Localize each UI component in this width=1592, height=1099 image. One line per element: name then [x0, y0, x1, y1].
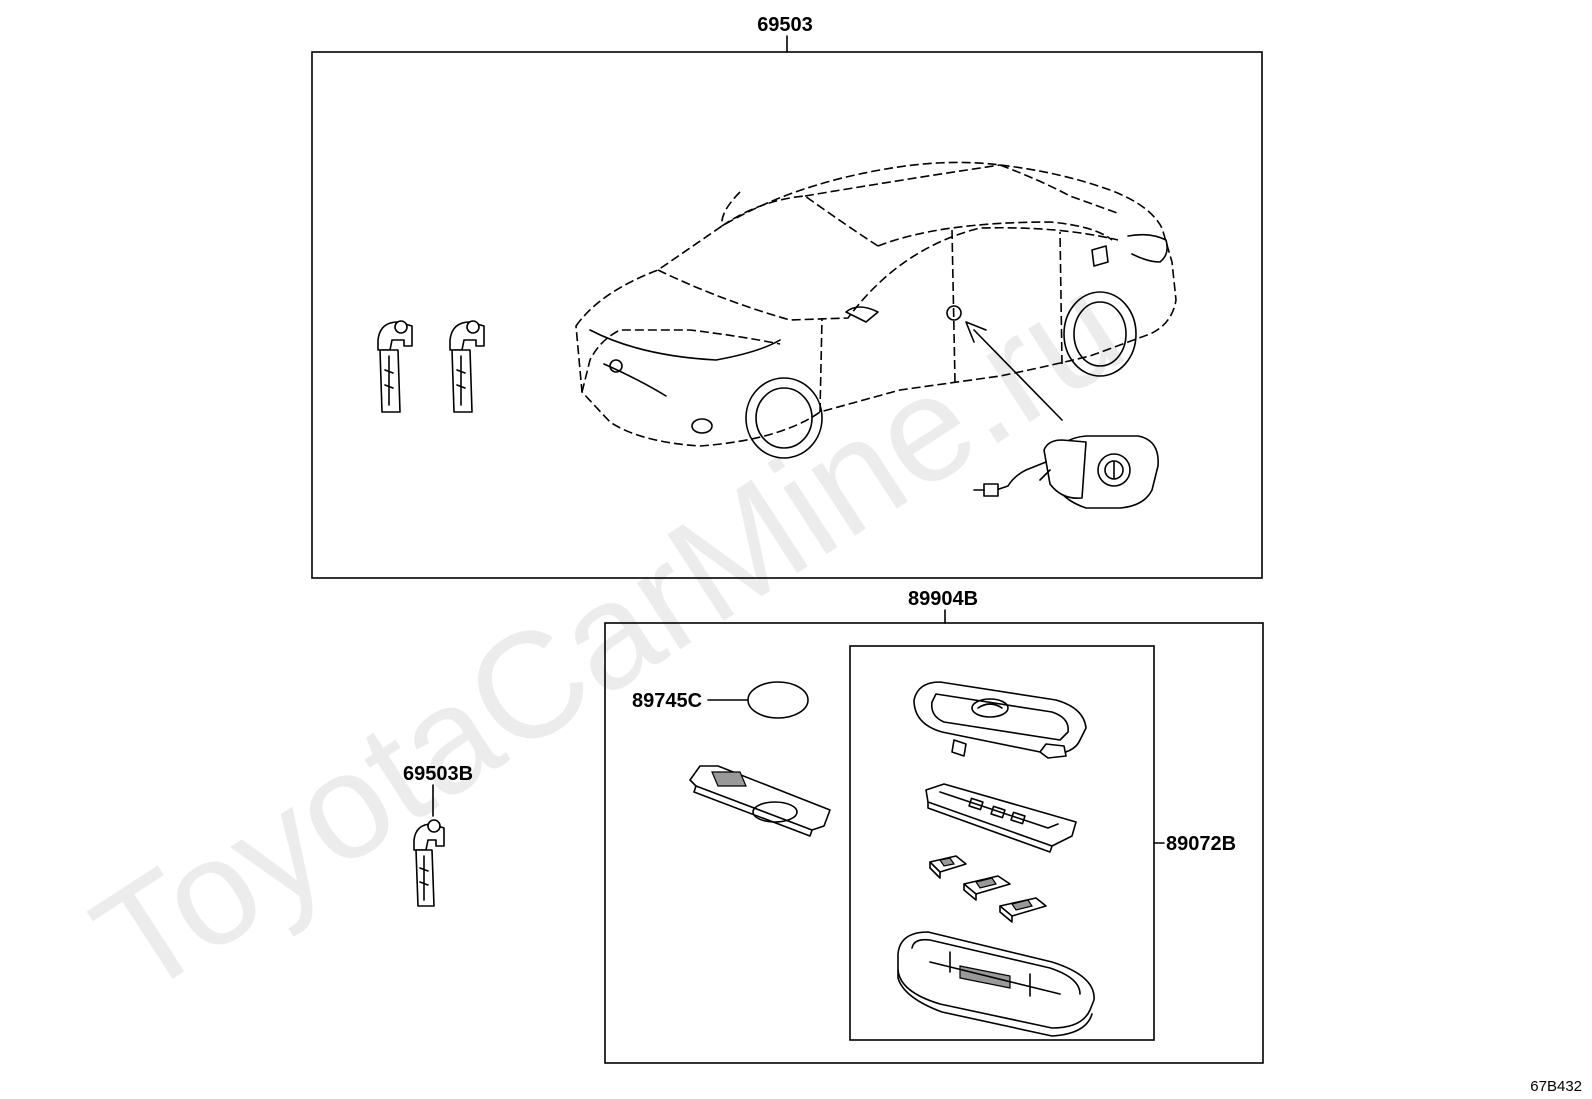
key-set-group: 69503 — [311, 14, 1263, 579]
mechanical-key-1[interactable] — [377, 320, 413, 413]
clip-3[interactable] — [999, 897, 1047, 923]
key-plate-group: 69503B — [403, 763, 473, 907]
part-label-69503B[interactable]: 69503B — [403, 763, 473, 785]
clip-2[interactable] — [963, 875, 1011, 901]
part-label-89072B[interactable]: 89072B — [1166, 833, 1236, 855]
battery[interactable] — [747, 681, 809, 719]
part-label-89745C[interactable]: 89745C — [632, 690, 702, 712]
transmitter-top-cover[interactable] — [913, 681, 1087, 759]
circuit-board[interactable] — [689, 765, 831, 837]
mechanical-key-2[interactable] — [449, 320, 485, 413]
vehicle-outline — [575, 161, 1177, 459]
key-plate[interactable] — [413, 819, 445, 907]
door-lock-cylinder[interactable] — [973, 435, 1159, 509]
transmitter-assy-group: 89904B 89745C 89072B — [604, 588, 1264, 1064]
key-set-box — [311, 51, 1263, 579]
button-pad[interactable] — [925, 783, 1077, 853]
diagram-code: 67B432 — [1530, 1078, 1582, 1095]
transmitter-bottom-case[interactable] — [897, 931, 1095, 1037]
watermark: ToyotaCarMine.ru — [66, 241, 1150, 1027]
location-arrow — [965, 321, 1063, 421]
transmitter-assy-box — [604, 622, 1264, 1064]
part-label-89904B[interactable]: 89904B — [908, 588, 978, 610]
part-label-69503[interactable]: 69503 — [757, 14, 813, 36]
clip-1[interactable] — [929, 855, 967, 879]
